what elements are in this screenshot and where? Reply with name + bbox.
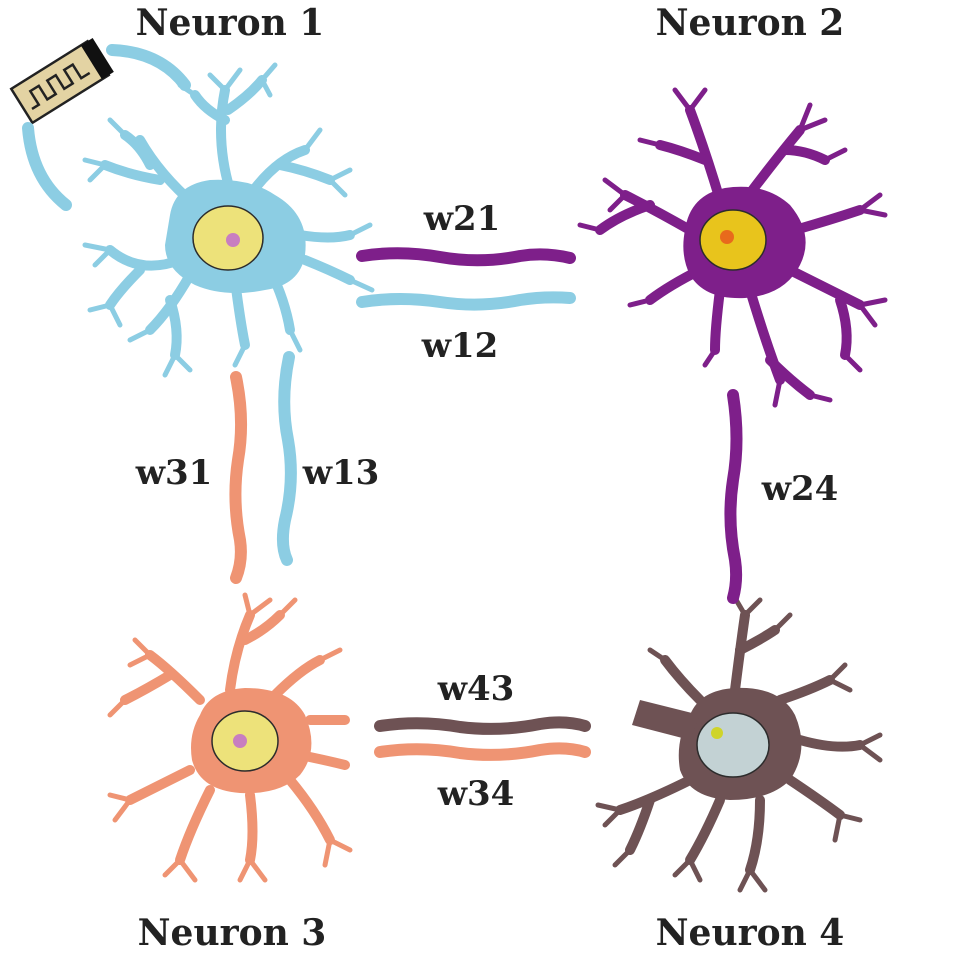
connection-w13: [276, 351, 297, 566]
square-wave-icon: [28, 62, 91, 110]
neuron-2-nucleolus: [720, 230, 734, 244]
connection-w21: [356, 247, 576, 267]
w31-label: w31: [135, 453, 213, 493]
w21-label: w21: [423, 199, 501, 239]
connection-w31: [229, 371, 248, 584]
neuron-4-label: Neuron 4: [656, 912, 845, 954]
neuron-2-label: Neuron 2: [656, 2, 845, 44]
electrode-chip: [9, 38, 191, 211]
neuron-2: [577, 87, 888, 408]
neuron-4: [595, 595, 883, 893]
w12-label: w12: [421, 326, 499, 366]
neuron-1-nucleolus: [226, 233, 240, 247]
neuron-1: [82, 62, 375, 378]
neuron-4-axon-stub: [632, 700, 700, 740]
electrode-cap: [80, 38, 114, 80]
connection-w12: [356, 291, 576, 311]
neuron-4-nucleolus: [711, 727, 723, 739]
connection-w24: [724, 389, 743, 604]
w43-label: w43: [437, 669, 515, 709]
connection-w34: [374, 742, 591, 761]
neuron-3-nucleolus: [233, 734, 247, 748]
electrode-wire-top: [106, 44, 191, 91]
w13-label: w13: [302, 453, 380, 493]
neuron-4-nucleus: [696, 712, 770, 778]
w24-label: w24: [761, 469, 839, 509]
electrode-wire-left: [22, 122, 72, 211]
neuron-3-label: Neuron 3: [138, 912, 327, 954]
neuron-1-label: Neuron 1: [136, 2, 325, 44]
connection-w43: [374, 716, 591, 735]
neuron-3: [107, 592, 353, 883]
w34-label: w34: [437, 774, 515, 814]
